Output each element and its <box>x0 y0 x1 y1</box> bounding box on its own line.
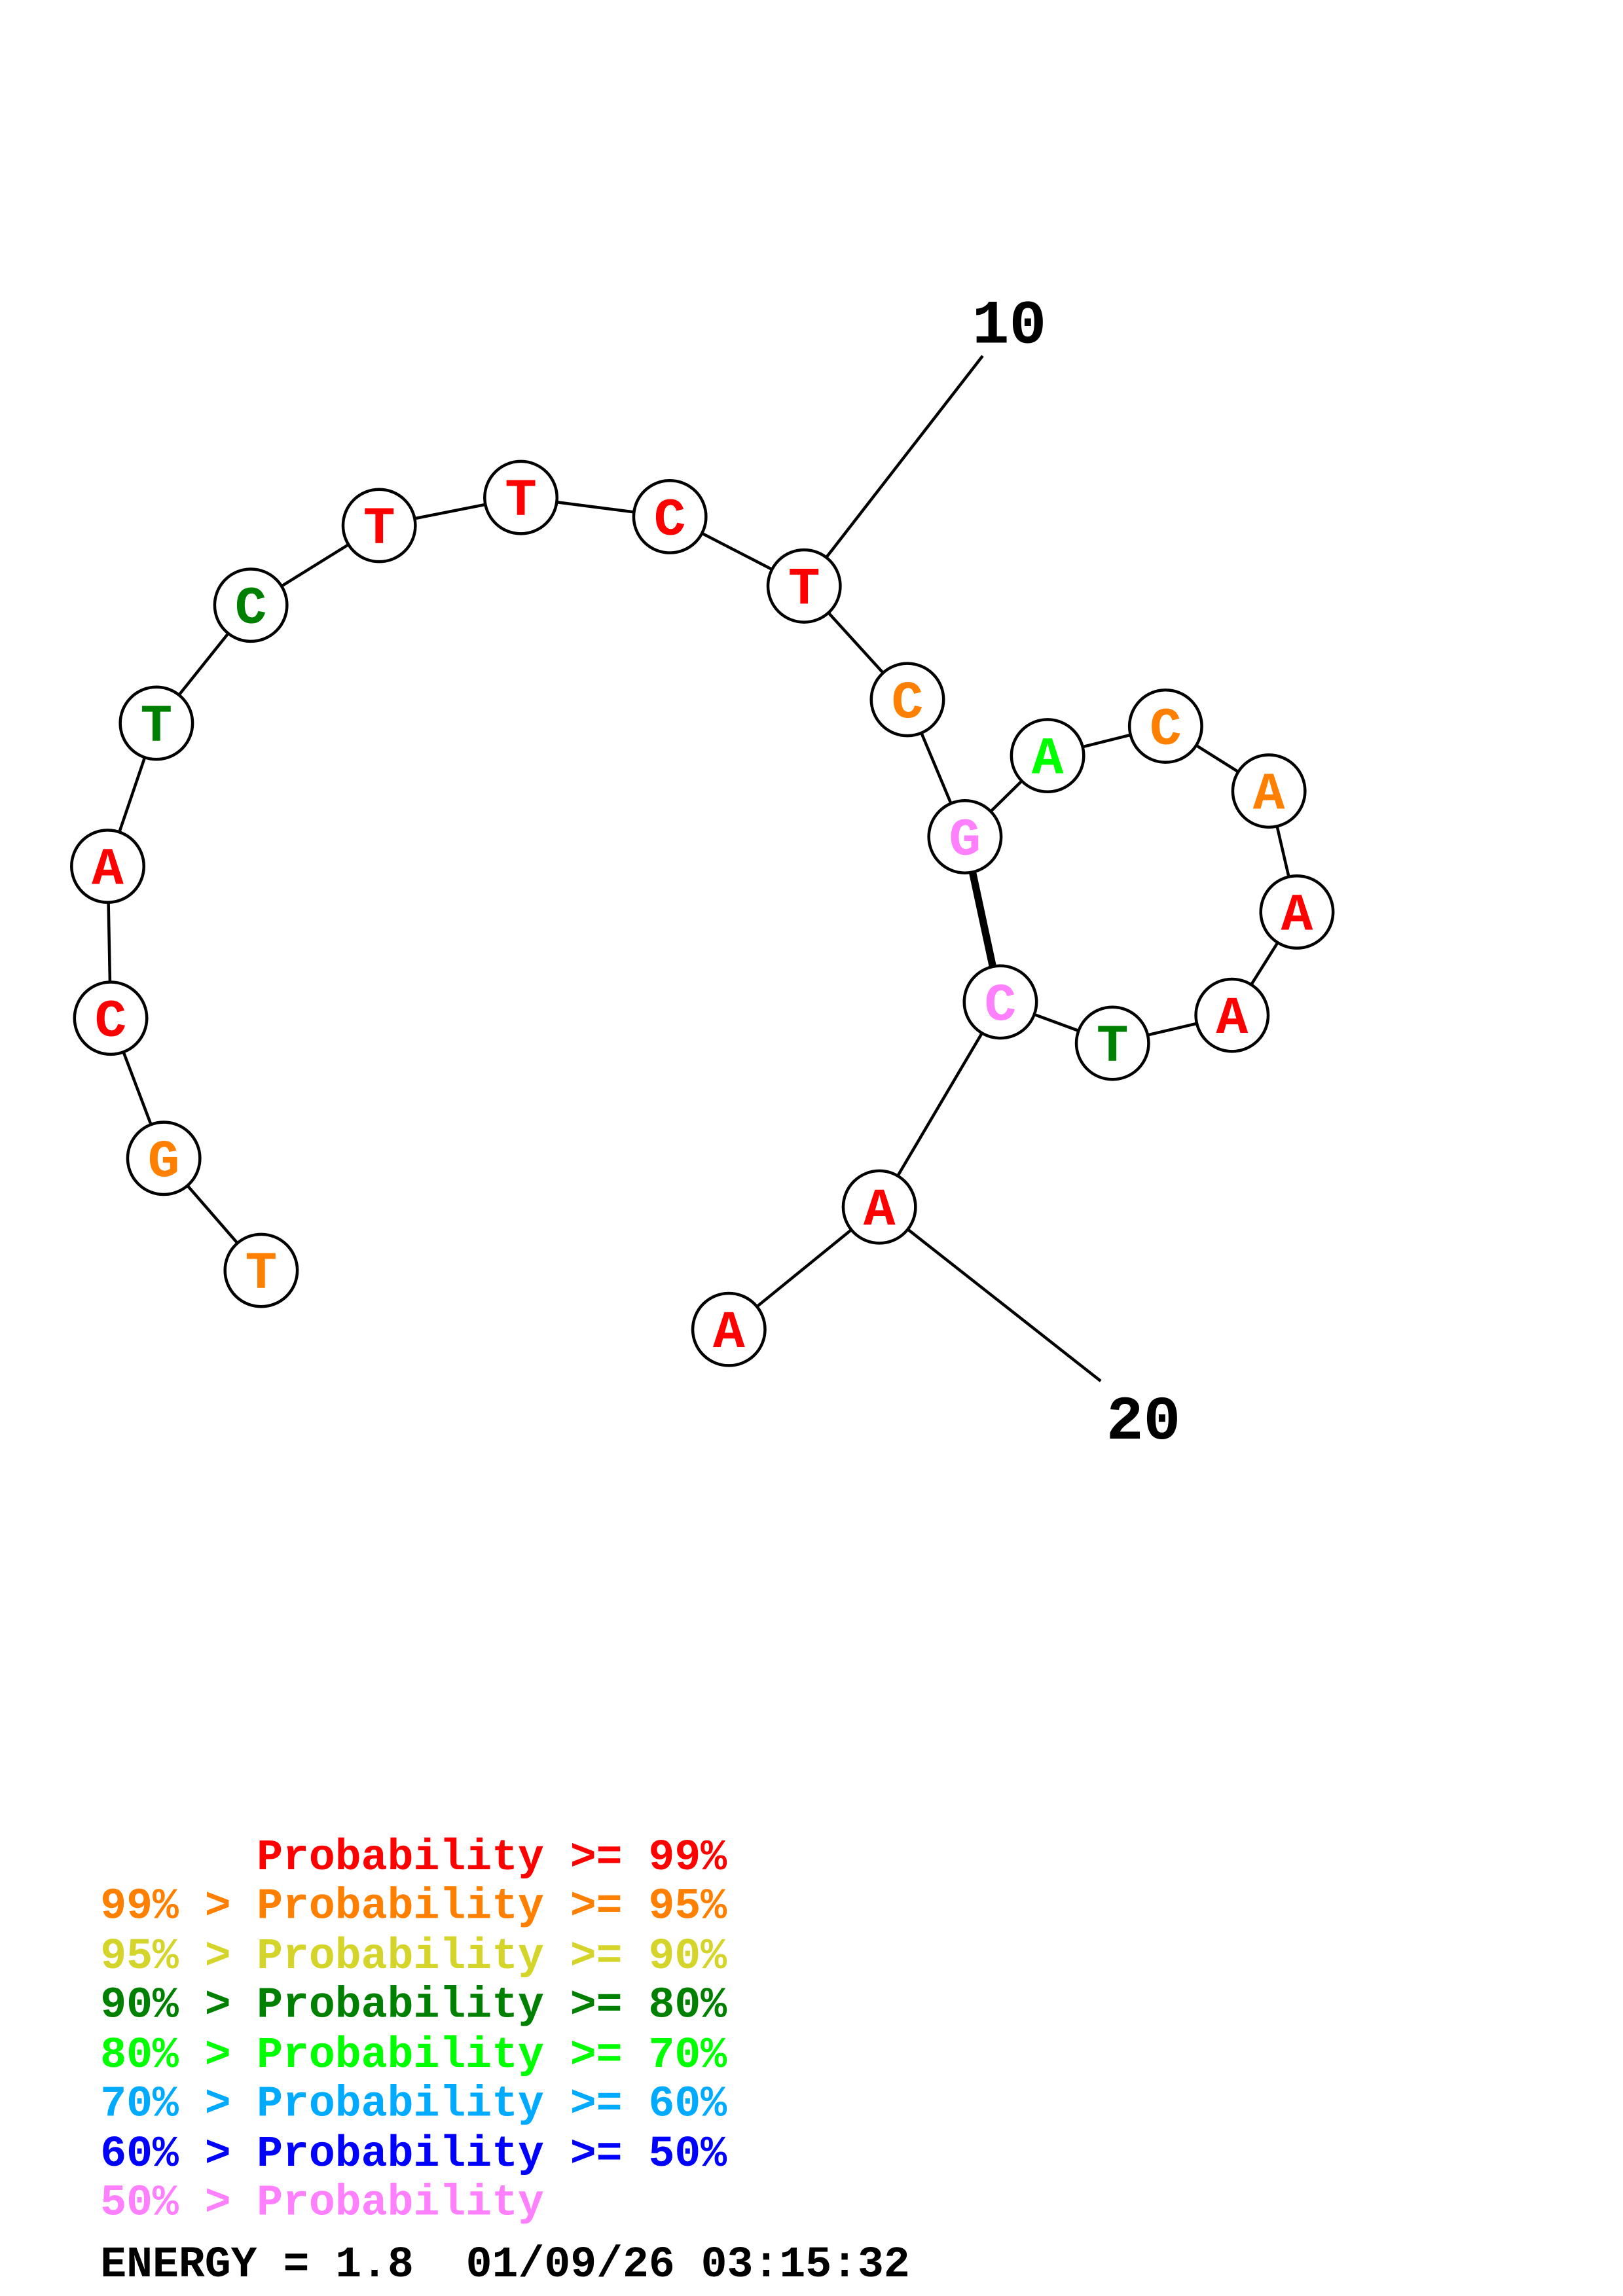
legend-text: Probability >= 80% <box>257 1981 727 2030</box>
nucleotide-circle <box>1074 1005 1150 1081</box>
nucleotide-circle <box>766 548 842 624</box>
nucleotide-circle <box>632 478 708 554</box>
legend-entry: 90% > Probability >= 80% <box>100 1981 727 2030</box>
nucleotide-node: C <box>73 980 149 1056</box>
nucleotide-node: A <box>1259 874 1335 950</box>
nucleotide-circle <box>1127 688 1203 764</box>
nucleotide-circle <box>841 1169 917 1245</box>
position-label: 10 <box>972 292 1047 362</box>
nucleotide-circle <box>213 567 289 643</box>
nucleotide-node: C <box>213 567 289 643</box>
nucleotide-letter: T <box>788 560 820 620</box>
nucleotide-node: G <box>126 1121 202 1196</box>
energy-footer: ENERGY = 1.8 01/09/26 03:15:32 <box>100 2240 910 2289</box>
legend-text: Probability >= 90% <box>257 1932 727 1981</box>
nucleotide-node: T <box>341 488 417 564</box>
nucleotide-letter: A <box>713 1303 745 1363</box>
legend-entry: 50% > Probability <box>100 2178 544 2227</box>
nucleotide-circle <box>1194 977 1270 1053</box>
nucleotide-letter: G <box>148 1132 180 1193</box>
backbone-edge <box>878 1001 1002 1208</box>
nucleotide-circle <box>869 662 945 738</box>
nucleotide-letter: C <box>1150 700 1182 761</box>
nucleotide-circle <box>1231 753 1307 829</box>
position-labels: 10 20 <box>803 292 1181 1458</box>
legend-entry: 95% > Probability >= 90% <box>100 1932 727 1981</box>
nucleotide-letter: A <box>1032 730 1064 790</box>
nucleotide-letter: T <box>363 499 395 560</box>
legend-entry: 99% > Probability >= 95% <box>100 1882 727 1931</box>
nucleotide-circle <box>1010 718 1085 794</box>
nucleotide-circle <box>119 685 194 761</box>
nucleotide-node: A <box>1194 977 1270 1053</box>
position-tick <box>878 1206 1102 1382</box>
nucleotide-node: C <box>869 662 945 738</box>
legend-entry: 70% > Probability >= 60% <box>100 2079 727 2128</box>
nucleotide-circle <box>126 1121 202 1196</box>
nucleotide-letter: A <box>1216 989 1248 1049</box>
nucleotide-letter: A <box>1253 765 1285 825</box>
nucleotide-circle <box>962 964 1038 1040</box>
nucleotide-node: T <box>1074 1005 1150 1081</box>
probability-legend: Probability >= 99%99% > Probability >= 9… <box>100 1833 727 2227</box>
nucleotide-node: A <box>70 829 145 905</box>
nucleotide-letter: A <box>92 840 124 901</box>
legend-prefix: 90% > <box>100 1981 257 2030</box>
nucleotide-node: T <box>483 459 559 535</box>
nucleotide-letter: A <box>864 1181 896 1241</box>
legend-prefix: 70% > <box>100 2079 257 2128</box>
legend-prefix: 99% > <box>100 1882 257 1931</box>
position-label: 20 <box>1106 1388 1181 1458</box>
nucleotide-node: A <box>1010 718 1085 794</box>
legend-prefix: 50% > <box>100 2178 257 2227</box>
nucleotide-letter: T <box>141 697 173 757</box>
legend-entry: 60% > Probability >= 50% <box>100 2130 727 2179</box>
nucleotide-circle <box>483 459 559 535</box>
nucleotide-node: A <box>1231 753 1307 829</box>
nucleotide-letter: T <box>246 1244 278 1304</box>
nucleotide-circle <box>1259 874 1335 950</box>
nucleotide-node: T <box>766 548 842 624</box>
nucleotide-circle <box>70 829 145 905</box>
nucleotide-letter: T <box>505 471 537 531</box>
nucleotide-circle <box>223 1232 299 1308</box>
nucleotide-letter: C <box>892 673 924 734</box>
nucleotide-node: A <box>691 1291 767 1367</box>
nucleotide-node: G <box>927 799 1003 874</box>
nucleotide-node: T <box>119 685 194 761</box>
legend-entry: 80% > Probability >= 70% <box>100 2031 727 2080</box>
nucleotide-letter: G <box>949 811 981 871</box>
nucleotide-circle <box>341 488 417 564</box>
nucleotide-circle <box>927 799 1003 874</box>
nucleotide-letter: A <box>1281 886 1313 946</box>
nucleotide-node: A <box>841 1169 917 1245</box>
legend-text: Probability >= 70% <box>257 2031 727 2080</box>
legend-text: Probability <box>257 2178 544 2227</box>
legend-prefix: 95% > <box>100 1932 257 1981</box>
nucleotide-letter: C <box>985 976 1017 1036</box>
nucleotide-node: C <box>1127 688 1203 764</box>
nucleotide-letter: C <box>95 992 127 1052</box>
nucleotide-circle <box>73 980 149 1056</box>
nucleotide-node: C <box>632 478 708 554</box>
nucleotide-node: C <box>962 964 1038 1040</box>
backbone-edges <box>106 495 1299 1331</box>
nucleotide-letter: C <box>235 579 267 639</box>
legend-prefix: 80% > <box>100 2031 257 2080</box>
legend-text: Probability >= 60% <box>257 2079 727 2128</box>
nucleotide-letter: T <box>1097 1017 1129 1077</box>
legend-prefix: 60% > <box>100 2130 257 2179</box>
nucleotide-circle <box>691 1291 767 1367</box>
nucleotide-letter: C <box>654 490 686 550</box>
nucleotide-node: T <box>223 1232 299 1308</box>
legend-text: Probability >= 95% <box>257 1882 727 1931</box>
position-tick <box>803 355 984 587</box>
legend-text: Probability >= 50% <box>257 2130 727 2179</box>
legend-entry: Probability >= 99% <box>257 1833 727 1882</box>
legend-text: Probability >= 99% <box>257 1833 727 1882</box>
